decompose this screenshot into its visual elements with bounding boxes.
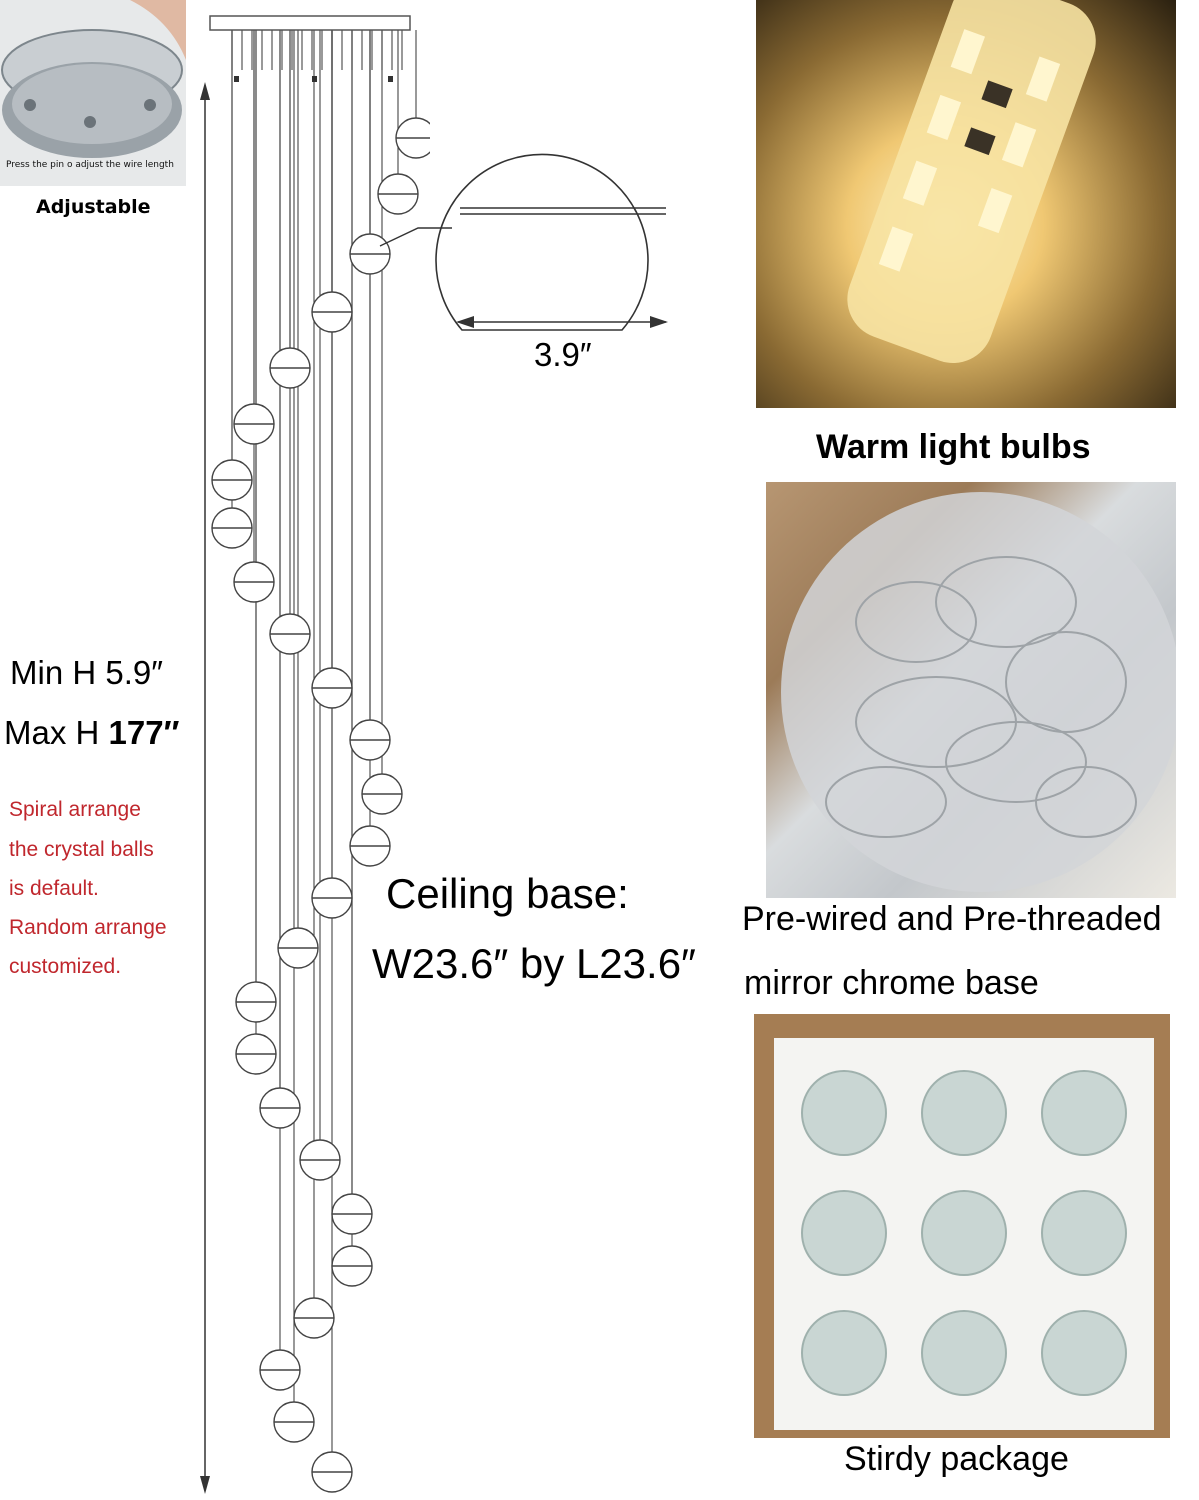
wire-clip <box>388 76 393 82</box>
ball-outline <box>435 153 649 331</box>
max-height-value: 177″ <box>108 714 180 751</box>
ball-leader-line <box>379 227 452 247</box>
wire-coils-illustration <box>781 492 1176 892</box>
note-line: Spiral arrange <box>9 798 141 821</box>
min-height-label: Min H 5.9″ <box>10 654 163 691</box>
prewired-label-line-1: Pre-wired and Pre-threaded <box>742 900 1162 938</box>
wire-clip <box>234 76 239 82</box>
note-line: customized. <box>9 955 122 978</box>
adjustable-label: Adjustable <box>36 196 151 218</box>
height-arrow-bottom <box>200 1476 210 1494</box>
adjust-hint: Press the pin o adjust the wire length <box>6 160 174 170</box>
note-line: the crystal balls <box>9 838 154 861</box>
bulb-label: Warm light bulbs <box>816 428 1091 466</box>
wire-clip <box>312 76 317 82</box>
prewired-base-photo <box>766 482 1176 898</box>
ceiling-plate <box>209 15 411 31</box>
ceiling-plate-illustration <box>0 0 186 186</box>
height-arrow-top <box>200 82 210 100</box>
bulb-photo <box>756 0 1176 408</box>
chandelier-drawing <box>200 15 430 1494</box>
packed-balls-illustration <box>801 1070 1127 1396</box>
ceiling-base-dims: W23.6″ by L23.6″ <box>372 940 696 987</box>
foam-insert <box>774 1038 1154 1430</box>
ball-diameter-label: 3.9″ <box>534 336 592 373</box>
ball-detail-drawing <box>379 153 668 331</box>
package-label: Stirdy package <box>844 1440 1069 1478</box>
ceiling-base-title: Ceiling base: <box>386 870 629 917</box>
max-height-prefix: Max H <box>4 714 109 751</box>
adjustable-photo <box>0 0 186 186</box>
package-photo <box>754 1014 1170 1438</box>
note-line: is default. <box>9 877 99 900</box>
max-height-label: Max H 177″ <box>4 714 179 752</box>
prewired-label-line-2: mirror chrome base <box>744 964 1039 1002</box>
note-line: Random arrange <box>9 916 167 939</box>
bulb-illustration <box>847 0 1096 364</box>
